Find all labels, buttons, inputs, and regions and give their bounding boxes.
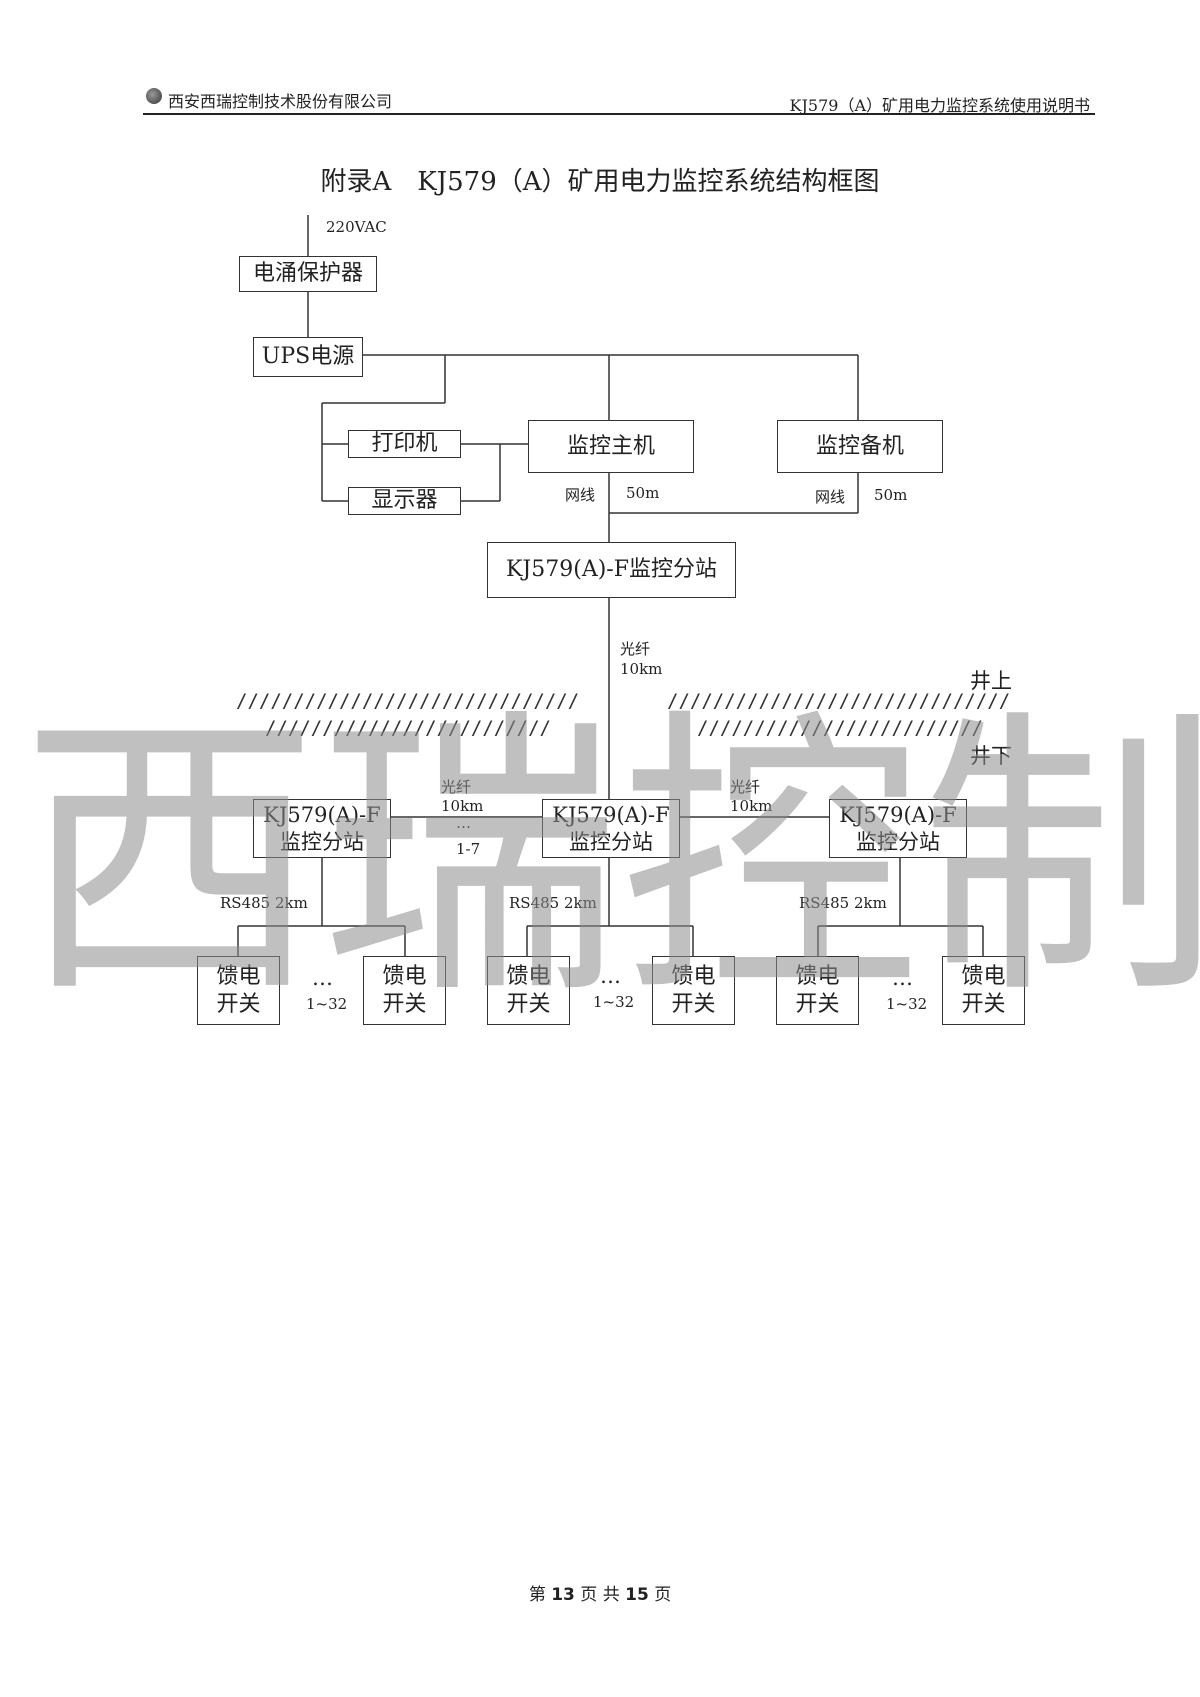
netline-length-main: 50m (626, 484, 660, 502)
switch-range-3: 1~32 (886, 995, 928, 1013)
ups-box: UPS电源 (253, 337, 363, 377)
substation-range: 1-7 (456, 840, 481, 858)
footer-prefix: 第 (528, 1585, 546, 1605)
switch-3b-line2: 开关 (961, 991, 1006, 1017)
surge-protector-label: 电涌保护器 (252, 261, 363, 286)
fiber-label-trunk: 光纤 (620, 640, 651, 658)
surge-protector-box: 电涌保护器 (239, 256, 377, 292)
hatch-right-bottom: ///////////////////////// (697, 717, 983, 739)
substation-3-line1: KJ579(A)-F (839, 802, 957, 827)
substation-3-line2: 监控分站 (856, 829, 940, 854)
switch-2a-line2: 开关 (506, 991, 551, 1017)
switch-2b-line2: 开关 (671, 991, 716, 1017)
switch-3a-line2: 开关 (795, 991, 840, 1017)
netline-label-backup: 网线 (815, 488, 846, 506)
hatch-left-bottom: ///////////////////////// (265, 717, 551, 739)
feeder-switch-2a: 馈电 开关 (487, 956, 570, 1025)
substation-1-line1: KJ579(A)-F (263, 802, 381, 827)
fiber-length-trunk: 10km (620, 660, 663, 678)
switch-range-1: 1~32 (306, 995, 348, 1013)
feeder-switch-3a: 馈电 开关 (776, 956, 859, 1025)
netline-length-backup: 50m (874, 486, 908, 504)
footer-suffix: 页 (654, 1585, 672, 1605)
printer-box: 打印机 (348, 430, 461, 458)
rs485-label-3: RS485 2km (799, 894, 887, 912)
fiber-label-right: 光纤 (730, 778, 761, 796)
footer-page-num: 13 (551, 1585, 575, 1605)
switch-range-2: 1~32 (593, 993, 635, 1011)
switch-1a-line1: 馈电 (216, 963, 261, 989)
underground-substation-2: KJ579(A)-F 监控分站 (542, 799, 680, 858)
backup-host-box: 监控备机 (777, 420, 943, 473)
switch-1b-line2: 开关 (382, 991, 427, 1017)
fiber-length-right: 10km (730, 797, 773, 815)
switch-dots-1: … (312, 966, 333, 990)
underground-substation-3: KJ579(A)-F 监控分站 (829, 799, 967, 858)
rs485-label-2: RS485 2km (509, 894, 597, 912)
power-input-label: 220VAC (326, 218, 387, 236)
header-rule (143, 113, 1095, 115)
zone-below-label: 井下 (970, 744, 1012, 768)
page-title: 附录A KJ579（A）矿用电力监控系统结构框图 (320, 167, 880, 197)
zone-above-label: 井上 (970, 669, 1012, 693)
feeder-switch-3b: 馈电 开关 (942, 956, 1025, 1025)
surface-substation-box: KJ579(A)-F监控分站 (487, 542, 736, 598)
ups-label: UPS电源 (261, 344, 355, 369)
switch-dots-2: … (600, 964, 621, 988)
switch-1a-line2: 开关 (216, 991, 261, 1017)
surface-substation-label: KJ579(A)-F监控分站 (506, 557, 717, 582)
fiber-length-left: 10km (441, 797, 484, 815)
display-box: 显示器 (348, 487, 461, 515)
main-host-box: 监控主机 (528, 420, 694, 473)
switch-1b-line1: 馈电 (382, 963, 427, 989)
display-label: 显示器 (371, 488, 438, 513)
fiber-label-left: 光纤 (441, 778, 472, 796)
hatch-left-top: ////////////////////////////// (236, 690, 580, 712)
header-company: 西安西瑞控制技术股份有限公司 (168, 92, 393, 111)
company-logo-icon (146, 88, 162, 104)
backup-host-label: 监控备机 (815, 433, 904, 459)
underground-substation-1: KJ579(A)-F 监控分站 (253, 799, 391, 858)
hatch-right-top: ////////////////////////////// (667, 690, 1011, 712)
substation-2-line2: 监控分站 (569, 829, 653, 854)
substation-dots: … (456, 814, 471, 832)
printer-label: 打印机 (371, 431, 438, 456)
footer-mid: 页 共 (580, 1585, 620, 1605)
rs485-label-1: RS485 2km (220, 894, 308, 912)
switch-2b-line1: 馈电 (671, 963, 716, 989)
substation-1-line2: 监控分站 (280, 829, 364, 854)
header-doc-title: KJ579（A）矿用电力监控系统使用说明书 (789, 96, 1090, 115)
netline-label-main: 网线 (565, 486, 596, 504)
substation-2-line1: KJ579(A)-F (552, 802, 670, 827)
switch-3b-line1: 馈电 (961, 963, 1006, 989)
switch-3a-line1: 馈电 (795, 963, 840, 989)
page-footer: 第 13 页 共 15 页 (0, 1580, 1200, 1605)
footer-page-total: 15 (625, 1585, 649, 1605)
switch-2a-line1: 馈电 (506, 963, 551, 989)
main-host-label: 监控主机 (566, 433, 655, 459)
feeder-switch-2b: 馈电 开关 (652, 956, 735, 1025)
switch-dots-3: … (892, 966, 913, 990)
feeder-switch-1a: 馈电 开关 (197, 956, 280, 1025)
feeder-switch-1b: 馈电 开关 (363, 956, 446, 1025)
